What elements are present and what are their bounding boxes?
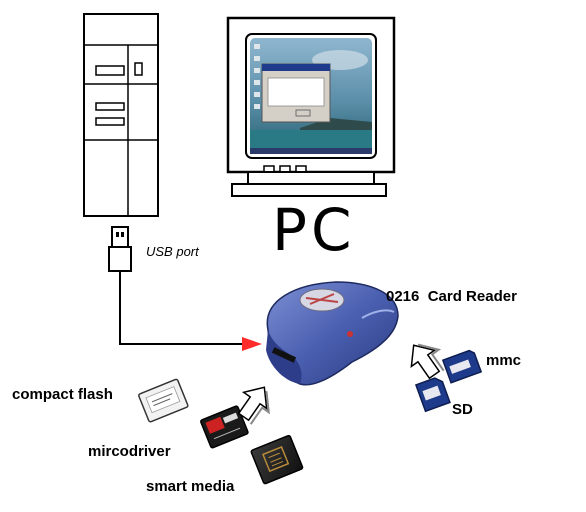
arrow-head <box>242 337 262 351</box>
card-reader-label: 0216 Card Reader <box>386 288 517 305</box>
sd-label: SD <box>452 401 473 418</box>
compact-flash-label: compact flash <box>12 386 113 403</box>
usb-cable-line <box>119 271 242 345</box>
usb-port-label: USB port <box>146 244 199 259</box>
mmc-card-icon <box>441 349 483 384</box>
insert-arrow-icon <box>237 386 270 425</box>
usb-plug-icon <box>108 226 132 272</box>
crt-monitor-icon <box>226 16 396 197</box>
card-reader-device-icon <box>266 281 399 386</box>
insert-arrow-icon-right <box>410 343 445 380</box>
mircodriver-label: mircodriver <box>88 443 171 460</box>
smart-media-label: smart media <box>146 478 235 495</box>
pc-label: PC <box>272 196 356 264</box>
microdrive-card-icon <box>200 405 249 449</box>
desktop-tower-icon <box>83 13 159 217</box>
mmc-label: mmc <box>486 352 522 369</box>
compact-flash-card-icon <box>138 378 189 423</box>
smart-media-card-icon <box>250 434 304 485</box>
sd-card-icon <box>414 377 451 413</box>
